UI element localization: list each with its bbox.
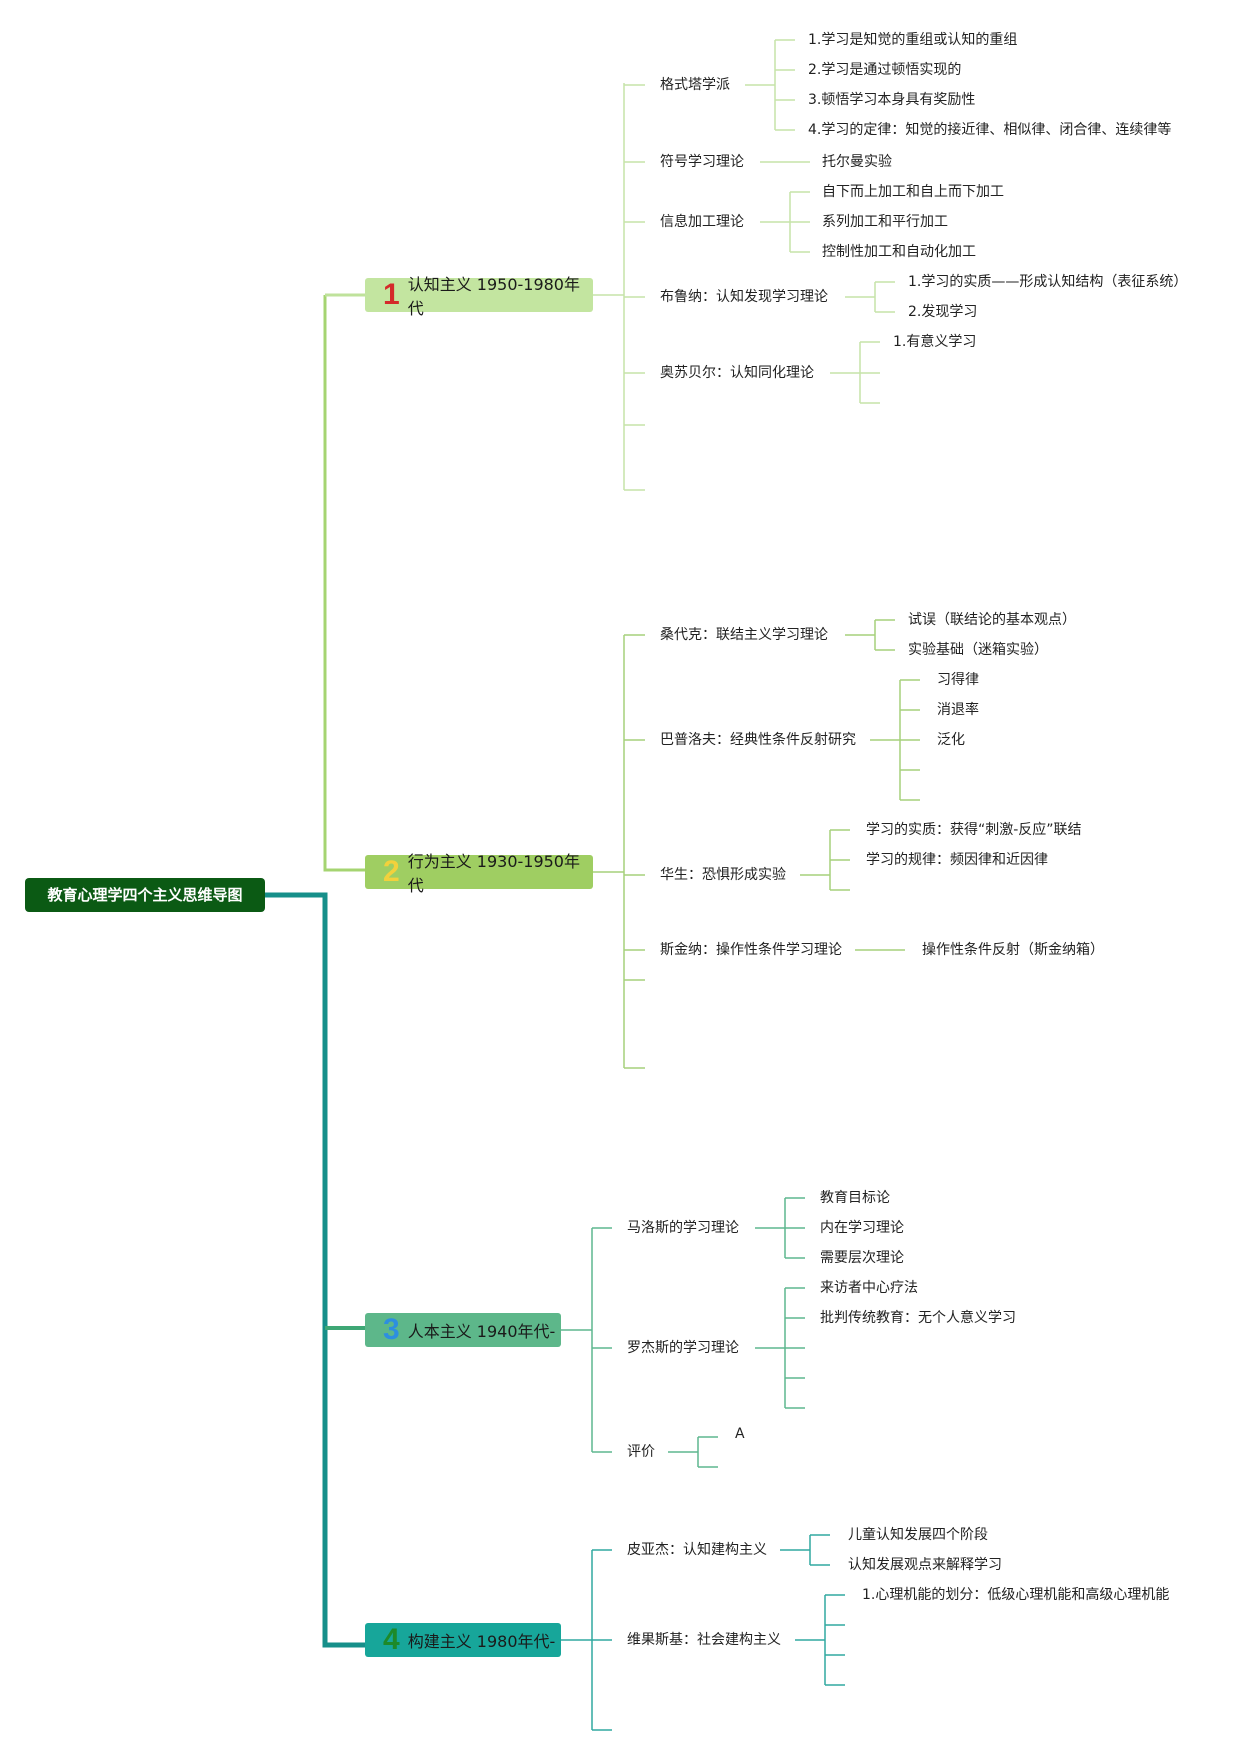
leaf-bruner-1[interactable]: 1.学习的实质——形成认知结构（表征系统） [908,274,1188,290]
leaf-pavlov-1[interactable]: 习得律 [937,672,979,688]
branch4-lines [560,1534,845,1731]
leaf-watson-1[interactable]: 学习的实质：获得“刺激-反应”联结 [866,822,1082,838]
leaf-piaget-1[interactable]: 儿童认知发展四个阶段 [848,1527,988,1543]
trunk-lines [265,293,365,1648]
subtopic-ausubel[interactable]: 奥苏贝尔：认知同化理论 [660,365,814,381]
subtopic-skinner[interactable]: 斯金纳：操作性条件学习理论 [660,942,842,958]
branch3-lines [560,1197,805,1468]
subtopic-watson[interactable]: 华生：恐惧形成实验 [660,867,786,883]
leaf-rogers-1[interactable]: 来访者中心疗法 [820,1280,918,1296]
branch1-lines [592,39,895,491]
branch-label: 行为主义 1930-1950年代 [407,852,580,895]
leaf-ausubel-1[interactable]: 1.有意义学习 [893,334,977,350]
branch-node-behaviorism[interactable]: 2 行为主义 1930-1950年代 [365,852,593,895]
leaf-maslow-3[interactable]: 需要层次理论 [820,1250,904,1266]
branch-label: 认知主义 1950-1980年代 [407,275,580,318]
branch-node-cognitivism[interactable]: 1 认知主义 1950-1980年代 [365,275,593,318]
leaf-pavlov-3[interactable]: 泛化 [937,732,965,748]
subtopic-maslow[interactable]: 马洛斯的学习理论 [627,1220,739,1236]
branch-node-humanism[interactable]: 3 人本主义 1940年代- [365,1313,561,1347]
leaf-rogers-2[interactable]: 批判传统教育：无个人意义学习 [820,1310,1016,1326]
branch-node-constructivism[interactable]: 4 构建主义 1980年代- [365,1623,561,1657]
root-node[interactable]: 教育心理学四个主义思维导图 [25,878,265,912]
leaf-info-3[interactable]: 控制性加工和自动化加工 [822,244,976,260]
leaf-watson-2[interactable]: 学习的规律：频因律和近因律 [866,852,1048,868]
leaf-info-2[interactable]: 系列加工和平行加工 [822,214,948,230]
leaf-gestalt-1[interactable]: 1.学习是知觉的重组或认知的重组 [808,32,1018,48]
subtopic-pavlov[interactable]: 巴普洛夫：经典性条件反射研究 [660,732,856,748]
subtopic-piaget[interactable]: 皮亚杰：认知建构主义 [627,1542,767,1558]
leaf-pavlov-2[interactable]: 消退率 [937,702,979,718]
leaf-maslow-1[interactable]: 教育目标论 [820,1190,890,1206]
leaf-gestalt-3[interactable]: 3.顿悟学习本身具有奖励性 [808,92,976,108]
subtopic-vygotsky[interactable]: 维果斯基：社会建构主义 [627,1632,781,1648]
leaf-tolman[interactable]: 托尔曼实验 [822,154,892,170]
leaf-info-1[interactable]: 自下而上加工和自上而下加工 [822,184,1004,200]
branch-label: 构建主义 1980年代- [407,1632,556,1651]
leaf-thorndike-2[interactable]: 实验基础（迷箱实验） [908,642,1048,658]
branch-label: 人本主义 1940年代- [407,1322,556,1341]
leaf-thorndike-1[interactable]: 试误（联结论的基本观点） [908,612,1076,628]
subtopic-sign-learning[interactable]: 符号学习理论 [660,154,744,170]
subtopic-thorndike[interactable]: 桑代克：联结主义学习理论 [660,627,828,643]
subtopic-evaluation[interactable]: 评价 [627,1444,655,1460]
number-icon-3: 3 [383,1313,400,1346]
leaf-maslow-2[interactable]: 内在学习理论 [820,1220,904,1236]
leaf-piaget-2[interactable]: 认知发展观点来解释学习 [848,1557,1002,1573]
number-icon-1: 1 [383,278,400,311]
subtopic-rogers[interactable]: 罗杰斯的学习理论 [627,1340,739,1356]
leaf-gestalt-2[interactable]: 2.学习是通过顿悟实现的 [808,62,962,78]
number-icon-2: 2 [383,855,400,888]
leaf-vygotsky-1[interactable]: 1.心理机能的划分：低级心理机能和高级心理机能 [862,1587,1170,1603]
leaf-bruner-2[interactable]: 2.发现学习 [908,304,978,320]
subtopic-gestalt[interactable]: 格式塔学派 [660,77,730,93]
number-icon-4: 4 [383,1623,400,1656]
leaf-evaluation-1[interactable]: A [735,1426,745,1442]
subtopic-bruner[interactable]: 布鲁纳：认知发现学习理论 [660,289,828,305]
leaf-skinner-1[interactable]: 操作性条件反射（斯金纳箱） [922,942,1104,958]
subtopic-information-processing[interactable]: 信息加工理论 [660,214,744,230]
leaf-gestalt-4[interactable]: 4.学习的定律：知觉的接近律、相似律、闭合律、连续律等 [808,122,1172,138]
branch2-lines [592,619,920,1069]
